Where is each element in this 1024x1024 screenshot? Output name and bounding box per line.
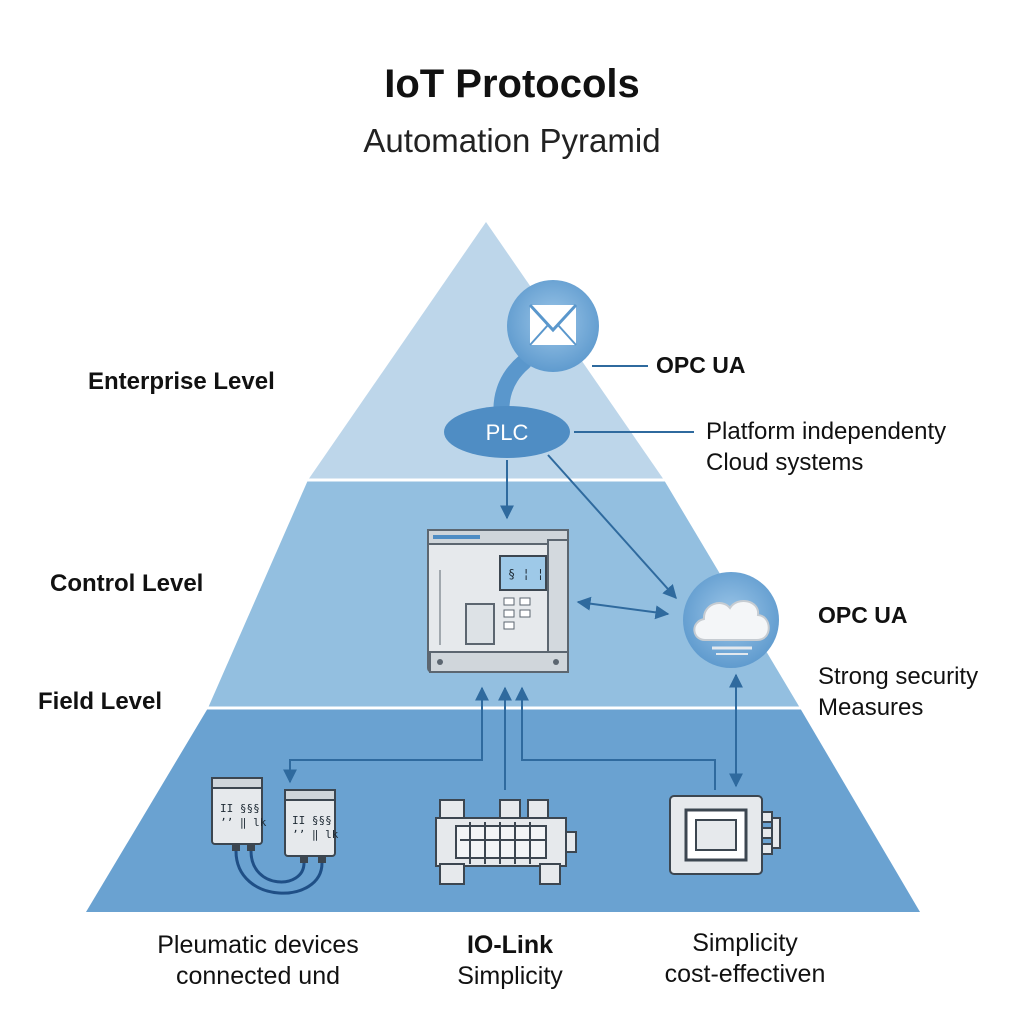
enterprise-level-label: Enterprise Level (88, 368, 275, 395)
strong-security-label: Strong security (818, 663, 979, 690)
caption-pneumatic-line1: Pleumatic devices (157, 931, 359, 959)
io-link-terminal-icon (435, 799, 577, 885)
svg-text:ʼʼ ‖ lk: ʼʼ ‖ lk (292, 828, 339, 841)
caption-io-link-line2: Simplicity (457, 962, 563, 990)
opc-ua-mid-label: OPC UA (818, 602, 908, 628)
caption-io-link: IO-Link Simplicity (420, 930, 600, 992)
page-subtitle: Automation Pyramid (363, 122, 661, 159)
svg-text:§ ¦ ¦: § ¦ ¦ (508, 567, 544, 581)
cloud-icon (683, 572, 779, 668)
caption-pneumatic-line2: connected und (175, 962, 341, 990)
cloud-systems-label: Cloud systems (706, 449, 864, 476)
caption-pneumatic: Pleumatic devices connected und (120, 930, 396, 992)
plc-label: PLC (485, 420, 529, 445)
pyramid-tier-top (308, 222, 664, 480)
caption-simplicity-line2: cost-effectiven (664, 960, 826, 988)
caption-simplicity: Simplicity cost-effectiven (640, 928, 850, 990)
caption-io-link-line1: IO-Link (466, 931, 554, 959)
opc-ua-top-label: OPC UA (656, 352, 746, 378)
plc-ellipse (444, 406, 570, 458)
field-level-label: Field Level (38, 688, 163, 715)
svg-text:II §§§: II §§§ (220, 802, 260, 815)
control-level-label: Control Level (50, 570, 204, 597)
platform-independency-label: Platform independenty (706, 418, 947, 445)
plc-controller-icon: § ¦ ¦ (427, 529, 569, 673)
measures-label: Measures (818, 694, 924, 721)
envelope-icon (493, 280, 599, 432)
caption-simplicity-line1: Simplicity (692, 929, 798, 957)
pneumatic-modules-icon: II §§§ ʼʼ ‖ lk II §§§ ʼʼ ‖ lk (211, 777, 339, 895)
svg-text:ʼʼ ‖ lk: ʼʼ ‖ lk (220, 816, 267, 829)
svg-text:II §§§: II §§§ (292, 814, 332, 827)
chip-module-icon (669, 795, 781, 875)
page-title: IoT Protocols (384, 62, 640, 106)
